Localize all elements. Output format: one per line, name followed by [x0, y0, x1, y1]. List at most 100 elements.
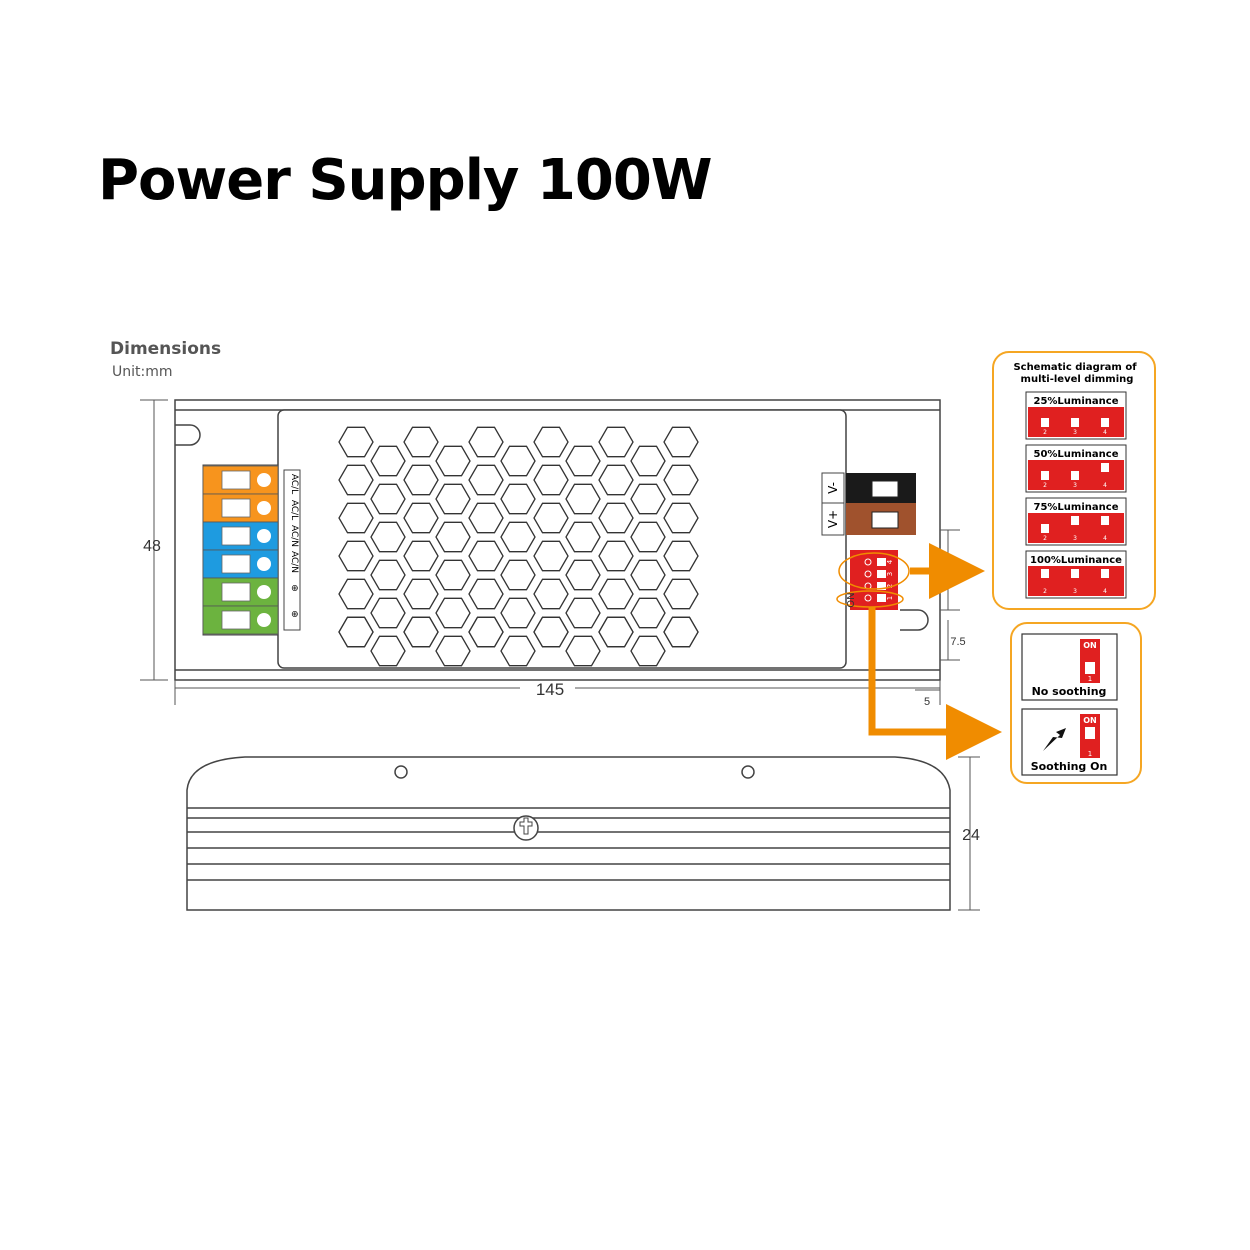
- dim-dip-offset: 16.5: [941, 573, 962, 585]
- dimming-pin-number: 4: [1103, 535, 1107, 542]
- vent-hole: [403, 540, 439, 572]
- soothing-toggle: [1085, 727, 1095, 739]
- vent-hole: [338, 616, 374, 648]
- dimming-pin-number: 2: [1043, 588, 1047, 595]
- unit-label: Unit:mm: [112, 364, 173, 380]
- soothing-pin-number: 1: [1088, 675, 1092, 683]
- input-terminal-label: ⊕: [289, 610, 299, 618]
- soothing-switch-on: ON: [1083, 716, 1097, 725]
- dimming-pin-number: 2: [1043, 429, 1047, 436]
- vent-hole: [598, 426, 634, 458]
- vent-hole: [630, 483, 666, 515]
- dimming-pin-number: 2: [1043, 482, 1047, 489]
- dim-notch: 7.5: [950, 636, 965, 648]
- vent-hole: [598, 464, 634, 496]
- vent-hole: [435, 597, 471, 629]
- vent-hole: [500, 521, 536, 553]
- dimensions-heading: Dimensions: [110, 339, 221, 359]
- dimming-pin-number: 3: [1073, 535, 1077, 542]
- dimming-toggle: [1101, 463, 1109, 472]
- soothing-toggle: [1085, 662, 1095, 674]
- case-side-view: [186, 756, 951, 911]
- vent-hole: [370, 483, 406, 515]
- vent-hole: [403, 502, 439, 534]
- dimming-toggle: [1071, 569, 1079, 578]
- dimming-toggle: [1041, 418, 1049, 427]
- vent-hole: [370, 597, 406, 629]
- vent-hole: [598, 578, 634, 610]
- output-terminal-block: V- V+: [821, 472, 916, 536]
- vent-hole: [435, 445, 471, 477]
- dimming-title-line2: multi-level dimming: [1021, 374, 1134, 385]
- dimming-toggle: [1071, 516, 1079, 525]
- vent-hole: [435, 483, 471, 515]
- vent-hole: [663, 578, 699, 610]
- dimming-pin-number: 4: [1103, 482, 1107, 489]
- vent-hole: [630, 635, 666, 667]
- dip-on-label: ON: [846, 592, 857, 607]
- vent-hole: [533, 464, 569, 496]
- vent-hole: [370, 635, 406, 667]
- dimming-toggle: [1101, 569, 1109, 578]
- dip-pin-number: 3: [886, 572, 894, 576]
- vent-hole: [338, 502, 374, 534]
- terminal-slot: [221, 526, 251, 546]
- vent-hole: [663, 616, 699, 648]
- output-positive-label: V+: [826, 510, 840, 528]
- terminal-screw: [257, 529, 271, 543]
- dip-pin-number: 2: [886, 584, 894, 588]
- callout-arrows: [868, 543, 1002, 760]
- vent-hole: [663, 540, 699, 572]
- dimming-pin-number: 4: [1103, 429, 1107, 436]
- dimming-toggle: [1041, 524, 1049, 533]
- vent-hole: [403, 616, 439, 648]
- vent-hole: [533, 502, 569, 534]
- terminal-slot: [221, 582, 251, 602]
- dip-toggle: [877, 558, 886, 566]
- dim-edge: 5: [924, 696, 930, 708]
- vent-hole: [598, 502, 634, 534]
- input-terminal-label: AC/N: [289, 551, 299, 573]
- dimming-toggle: [1101, 516, 1109, 525]
- vent-hole: [565, 597, 601, 629]
- vent-hole: [663, 426, 699, 458]
- input-terminal-label: AC/N: [289, 525, 299, 547]
- vent-hole: [630, 521, 666, 553]
- dip-pin-number: 1: [886, 596, 894, 600]
- input-terminal-label: ⊕: [289, 584, 299, 592]
- vent-hole: [500, 635, 536, 667]
- dimming-pin-number: 3: [1073, 429, 1077, 436]
- dimming-panel: Schematic diagram of multi-level dimming…: [992, 351, 1156, 610]
- soothing-arrow-icon: [1043, 728, 1066, 751]
- terminal-slot: [221, 470, 251, 490]
- page-title: Power Supply 100W: [98, 148, 713, 213]
- vent-hole: [403, 578, 439, 610]
- output-negative-label: V-: [826, 482, 840, 494]
- terminal-screw: [257, 585, 271, 599]
- vent-hole: [500, 445, 536, 477]
- dimming-pin-number: 3: [1073, 588, 1077, 595]
- vent-hole: [565, 521, 601, 553]
- vent-hole: [630, 597, 666, 629]
- vent-hole: [338, 426, 374, 458]
- dimming-toggle: [1041, 569, 1049, 578]
- dimming-toggle: [1041, 471, 1049, 480]
- soothing-option-label: No soothing: [1032, 685, 1107, 698]
- soothing-switch-on: ON: [1083, 641, 1097, 650]
- vent-hole: [663, 502, 699, 534]
- dim-length: 145: [536, 680, 564, 699]
- terminal-screw: [257, 473, 271, 487]
- dim-depth: 24: [962, 827, 980, 844]
- vent-hole: [565, 483, 601, 515]
- vent-hole: [435, 559, 471, 591]
- vent-hole: [338, 540, 374, 572]
- dimming-level-label: 100%Luminance: [1030, 555, 1122, 566]
- soothing-option-label: Soothing On: [1031, 760, 1108, 773]
- dip-toggle: [877, 570, 886, 578]
- dip-indicator: [864, 558, 872, 566]
- vent-hole: [533, 540, 569, 572]
- dimming-pin-number: 3: [1073, 482, 1077, 489]
